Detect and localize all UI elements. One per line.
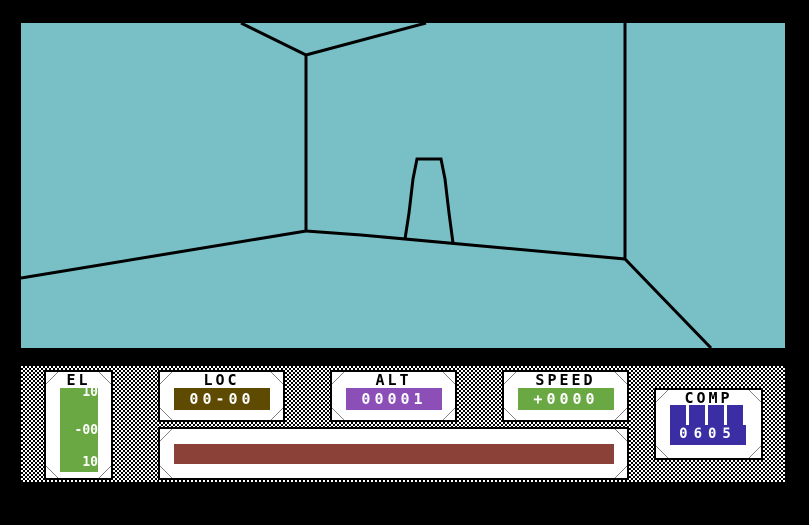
wall-edge-left (240, 21, 427, 57)
3d-viewport[interactable] (20, 21, 785, 350)
instrument-panel: EL 10 -00 10 LOC 00-00 ALT 00001 SPEED +… (21, 366, 785, 482)
compass-heading: 0605 (679, 426, 737, 442)
room-wireframe (20, 21, 713, 350)
compass-scale: 0605 (670, 405, 746, 445)
loc-label: LOC (203, 371, 240, 389)
alt-label: ALT (375, 371, 412, 389)
compass-display: COMP 0605 (654, 388, 763, 460)
doorway-object (403, 157, 455, 244)
speed-value: +0000 (518, 388, 614, 410)
energy-bar (174, 444, 614, 464)
comp-label: COMP (684, 389, 733, 407)
loc-display: LOC 00-00 (158, 370, 285, 422)
alt-display: ALT 00001 (330, 370, 457, 422)
elevation-gauge: EL 10 -00 10 (44, 370, 113, 480)
speed-display: SPEED +0000 (502, 370, 629, 422)
speed-label: SPEED (535, 371, 596, 389)
el-top-mark: 10 (82, 385, 98, 400)
loc-value: 00-00 (174, 388, 270, 410)
compass-ticks (670, 405, 746, 425)
energy-panel (158, 427, 629, 480)
el-label: EL (66, 371, 91, 389)
alt-value: 00001 (346, 388, 442, 410)
floor-edge (20, 229, 713, 350)
el-bottom-mark: 10 (82, 455, 98, 470)
el-value: -00 (74, 423, 98, 438)
el-scale: 10 -00 10 (60, 385, 98, 472)
